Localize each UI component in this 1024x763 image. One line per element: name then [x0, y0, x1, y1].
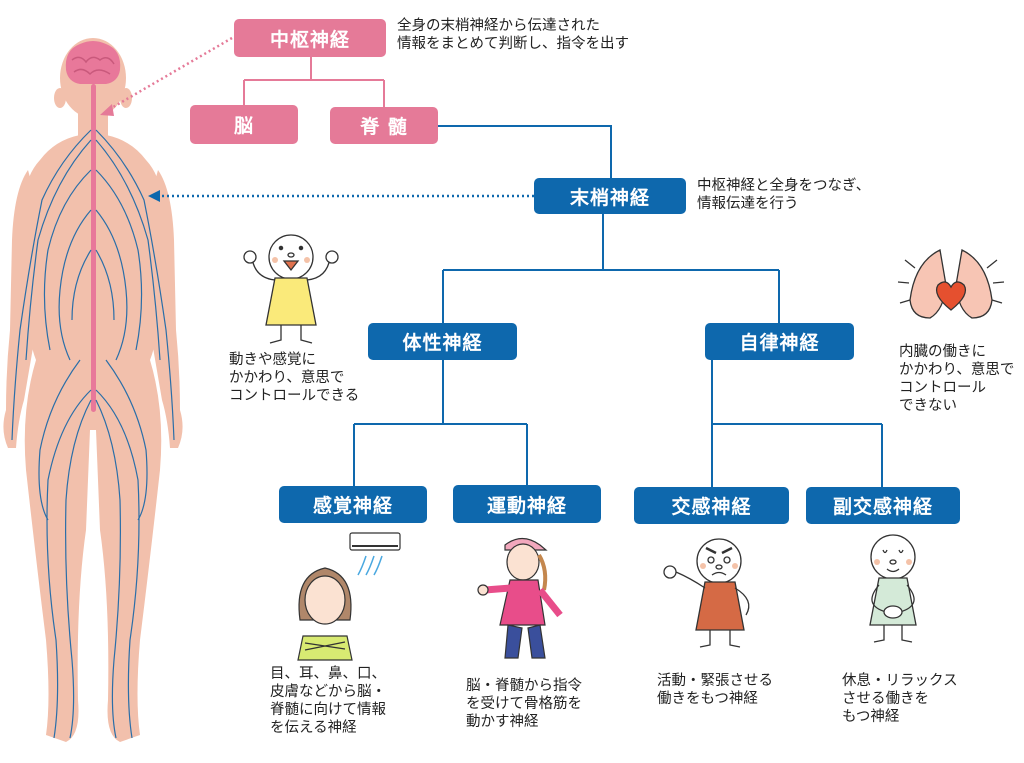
somatic-description: 動きや感覚に かかわり、意思で コントロールできる	[229, 352, 360, 404]
parasympathetic-character-illustration	[869, 534, 917, 643]
human-body-illustration	[3, 38, 183, 742]
node-sensory-nerve: 感覚神経	[279, 486, 427, 523]
air-conditioner-icon	[349, 532, 401, 551]
peripheral-connectors	[353, 125, 883, 487]
sensory-description: 目、耳、鼻、口、 皮膚などから脳・ 脊髄に向けて情報 を伝える神経	[270, 666, 386, 736]
central-pointer-arrowhead	[100, 104, 114, 116]
node-central-nervous-system: 中枢神経	[234, 19, 386, 57]
node-brain: 脳	[190, 105, 298, 144]
spinal-cord	[91, 84, 96, 412]
autonomic-description: 内臓の働きに かかわり、意思で コントロール できない	[899, 344, 1015, 414]
somatic-character-illustration	[243, 234, 339, 344]
parasympathetic-description: 休息・リラックス させる働きを もつ神経	[842, 673, 958, 725]
central-description: 全身の末梢神経から伝達された 情報をまとめて判断し、指令を出す	[397, 18, 629, 52]
lungs-heart-illustration	[897, 249, 1005, 319]
peripheral-pointer-arrowhead	[148, 190, 160, 202]
sympathetic-character-illustration	[663, 538, 750, 648]
central-connectors	[243, 57, 385, 107]
node-peripheral-nervous-system: 末梢神経	[534, 178, 686, 214]
peripheral-description: 中枢神経と全身をつなぎ、 情報伝達を行う	[697, 178, 871, 212]
node-somatic-nervous-system: 体性神経	[368, 323, 517, 360]
node-sympathetic-nerve: 交感神経	[634, 487, 789, 524]
node-spinal-cord: 脊 髄	[330, 107, 438, 144]
motor-runner-illustration	[477, 537, 563, 659]
central-pointer-line	[107, 36, 233, 112]
node-parasympathetic-nerve: 副交感神経	[806, 487, 960, 524]
heart-icon	[935, 281, 967, 311]
sensory-woman-illustration	[297, 532, 401, 661]
motor-description: 脳・脊髄から指令 を受けて骨格筋を 動かす神経	[466, 678, 582, 730]
brain-icon	[65, 41, 121, 84]
node-autonomic-nervous-system: 自律神経	[705, 323, 854, 360]
sympathetic-description: 活動・緊張させる 働きをもつ神経	[657, 673, 773, 707]
node-motor-nerve: 運動神経	[453, 485, 601, 523]
